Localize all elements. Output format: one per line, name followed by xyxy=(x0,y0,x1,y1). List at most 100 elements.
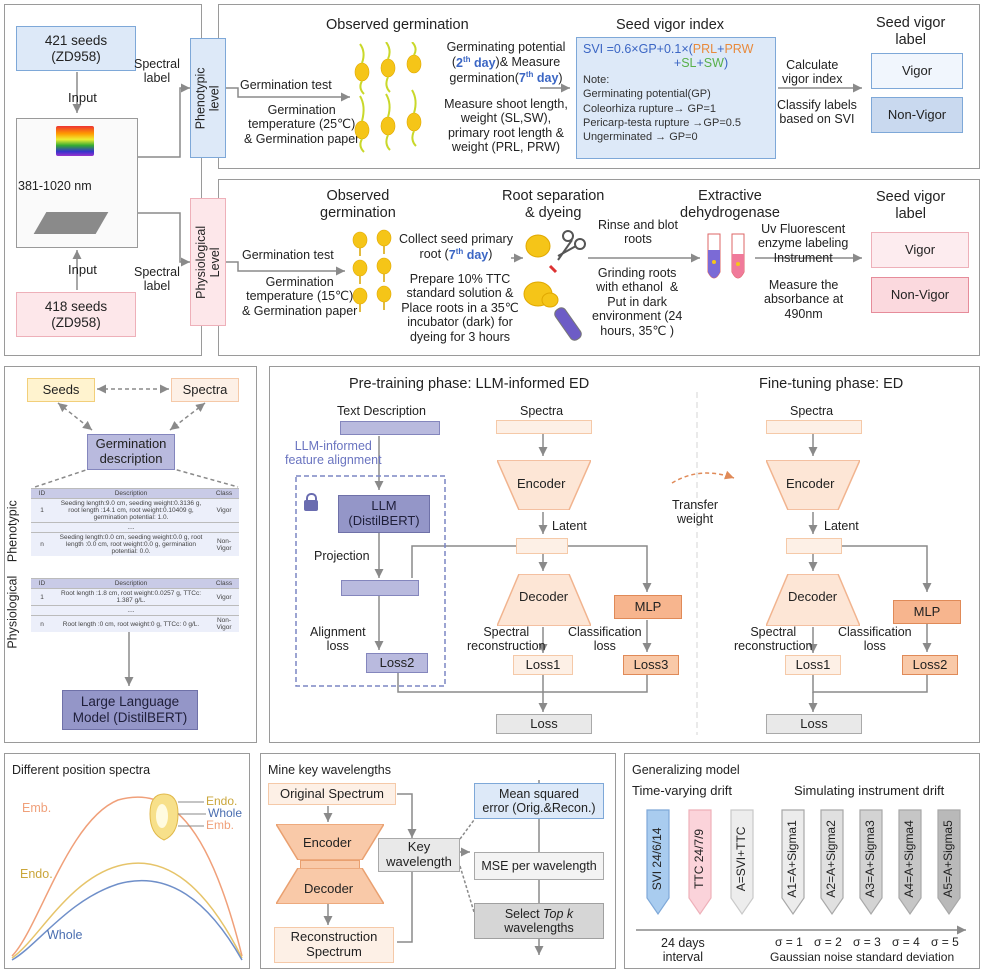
cell-id xyxy=(31,522,53,533)
pheno-potential-measure: )& Measure xyxy=(495,55,561,70)
endo-curve-label: Endo. xyxy=(20,867,53,881)
extract-title: Extractive dehydrogenase xyxy=(680,188,780,221)
latent-ft-bar xyxy=(786,538,842,554)
physiological-panel xyxy=(218,179,980,356)
pheno-germ-open: germination( xyxy=(449,71,519,86)
pheno-measure: Measure shoot length, weight (SL,SW), pr… xyxy=(444,97,568,155)
time-arrow-1 xyxy=(646,809,670,916)
encoder-pre-label: Encoder xyxy=(517,476,566,491)
noise-label: Gaussian noise standard deviation xyxy=(770,950,955,964)
mine-encoder-shape xyxy=(276,824,384,860)
legend-whole: Whole xyxy=(208,806,243,820)
seeds-box: Seeds xyxy=(27,378,95,402)
phenotypic-level-label: Phenotypic level xyxy=(193,67,223,129)
pheno-observed-title: Observed germination xyxy=(326,17,469,33)
whole-curve xyxy=(11,879,243,961)
svi-formula-line2: +SL+SW) xyxy=(583,56,769,70)
time-arrow-label-1: SVI 24/6/14 xyxy=(650,827,665,891)
sigma-label-5: σ = 5 xyxy=(931,935,959,949)
key-wavelength-box: Key wavelength xyxy=(378,838,460,872)
collect-root: Collect seed primary root (7th day) xyxy=(398,232,514,262)
spectra-bar-ft xyxy=(766,420,862,434)
svi-formula-line1: SVI =0.6×GP+0.1×(PRL+PRW xyxy=(583,42,769,56)
latent-ft-label: Latent xyxy=(824,519,859,533)
spectral-label-top: Spectral label xyxy=(134,57,180,86)
sim-arrow-4 xyxy=(898,809,922,916)
physio-th-id: ID xyxy=(31,578,53,589)
transfer-weight-label: Transfer weight xyxy=(672,498,719,527)
collect-root-open: root ( xyxy=(419,247,449,262)
mse-per-wavelength-box: MSE per wavelength xyxy=(474,852,604,880)
svi-prw: PRW xyxy=(724,42,754,56)
svi-sw: SW xyxy=(703,56,724,70)
svi-note-1: Germinating potential(GP) xyxy=(583,88,711,101)
physio-germ-temp: Germination temperature (15℃) & Germinat… xyxy=(242,275,358,318)
pheno-potential-day2-sup: th xyxy=(462,54,471,64)
encoder-ft-shape xyxy=(766,460,860,510)
time-arrow-label-3: A=SVI+TTC xyxy=(734,826,749,892)
svi-close: ) xyxy=(723,56,729,70)
collect-root-day7: 7th day xyxy=(449,246,489,261)
time-arrow-label-2: TTC 24/7/9 xyxy=(692,828,707,889)
pheno-potential-day2: 2th day xyxy=(456,54,496,70)
pheno-germ-day7-word: day xyxy=(533,71,559,86)
cell-desc: .... xyxy=(53,522,209,533)
sample-tray-icon xyxy=(33,212,109,234)
svi-note-3: Pericarp-testa rupture →GP=0.5 xyxy=(583,116,742,129)
pheno-th-desc: Description xyxy=(53,488,209,499)
whole-curve-label: Whole xyxy=(47,928,83,942)
loss1-box-ft: Loss1 xyxy=(785,655,841,675)
pheno-nonvigor-box: Non-Vigor xyxy=(871,97,963,133)
classify-labels: Classify labels based on SVI xyxy=(777,98,857,127)
pheno-label-title: Seed vigor label xyxy=(876,15,946,48)
svi-note-2: Coleorhiza rupture→ GP=1 xyxy=(583,102,716,115)
pheno-germ-day7-sup: th xyxy=(525,69,534,79)
physio-label-title: Seed vigor label xyxy=(876,189,946,222)
cell-class xyxy=(209,522,239,533)
llm-box: Large Language Model (DistilBERT) xyxy=(62,690,198,730)
loss-box-ft: Loss xyxy=(766,714,862,734)
physio-germ-test: Germination test xyxy=(242,248,334,262)
pheno-germ-close: ) xyxy=(558,71,563,86)
sigma-label-3: σ = 3 xyxy=(853,935,881,949)
pheno-potential-line3: germination(7th day) xyxy=(436,70,576,86)
input-label-bottom: Input xyxy=(68,262,97,277)
pheno-seedlings-icon xyxy=(354,42,422,153)
cell-id: n xyxy=(31,532,53,556)
calc-vigor-index: Calculate vigor index xyxy=(782,58,843,87)
absorbance: Measure the absorbance at 490nm xyxy=(764,278,844,321)
text-description-label: Text Description xyxy=(337,404,426,418)
svi-note-4: Ungerminated → GP=0 xyxy=(583,131,698,144)
original-spectrum-box: Original Spectrum xyxy=(268,783,396,805)
cell-id xyxy=(31,605,53,616)
cell-class: Vigor xyxy=(209,588,239,606)
pheno-potential: Germinating potential (2th day)& Measure… xyxy=(436,40,576,85)
pheno-germ-temp: Germination temperature (25℃) & Germinat… xyxy=(244,103,360,146)
projection-label: Projection xyxy=(314,549,370,563)
input-label-top: Input xyxy=(68,90,97,105)
svi-title: Seed vigor index xyxy=(616,17,725,33)
spectra-box: Spectra xyxy=(171,378,239,402)
physio-nonvigor-box: Non-Vigor xyxy=(871,277,969,313)
pheno-potential-open: ( xyxy=(451,55,457,70)
pheno-potential-day2-word: day xyxy=(470,55,496,70)
collect-root-day7-sup: th xyxy=(455,246,464,256)
classification-loss-pre: Classification loss xyxy=(568,625,642,654)
phenotypic-level-tab: Phenotypic level xyxy=(190,38,226,158)
uv-instrument: Uv Fluorescent enzyme labeling Instrumen… xyxy=(758,222,849,265)
camera-icon xyxy=(56,126,94,156)
germination-description-box: Germination description xyxy=(87,434,175,470)
position-title: Different position spectra xyxy=(12,763,151,777)
svi-plus3: + xyxy=(696,56,704,70)
pheno-th-id: ID xyxy=(31,488,53,499)
cell-class: Non- Vigor xyxy=(209,532,239,556)
cell-desc: Root length :1.8 cm, root weight:0.0257 … xyxy=(53,588,209,606)
decoder-pre-shape xyxy=(497,574,591,626)
wavelengths-word: wavelengths xyxy=(504,921,574,935)
seeds-418-box: 418 seeds (ZD958) xyxy=(16,292,136,337)
rinse-roots: Rinse and blot roots xyxy=(598,218,678,247)
pheno-potential-line1: Germinating potential xyxy=(446,40,566,54)
mine-decoder-label: Decoder xyxy=(304,881,354,896)
sim-arrow-label-3: A3=A+Sigma3 xyxy=(863,820,878,898)
